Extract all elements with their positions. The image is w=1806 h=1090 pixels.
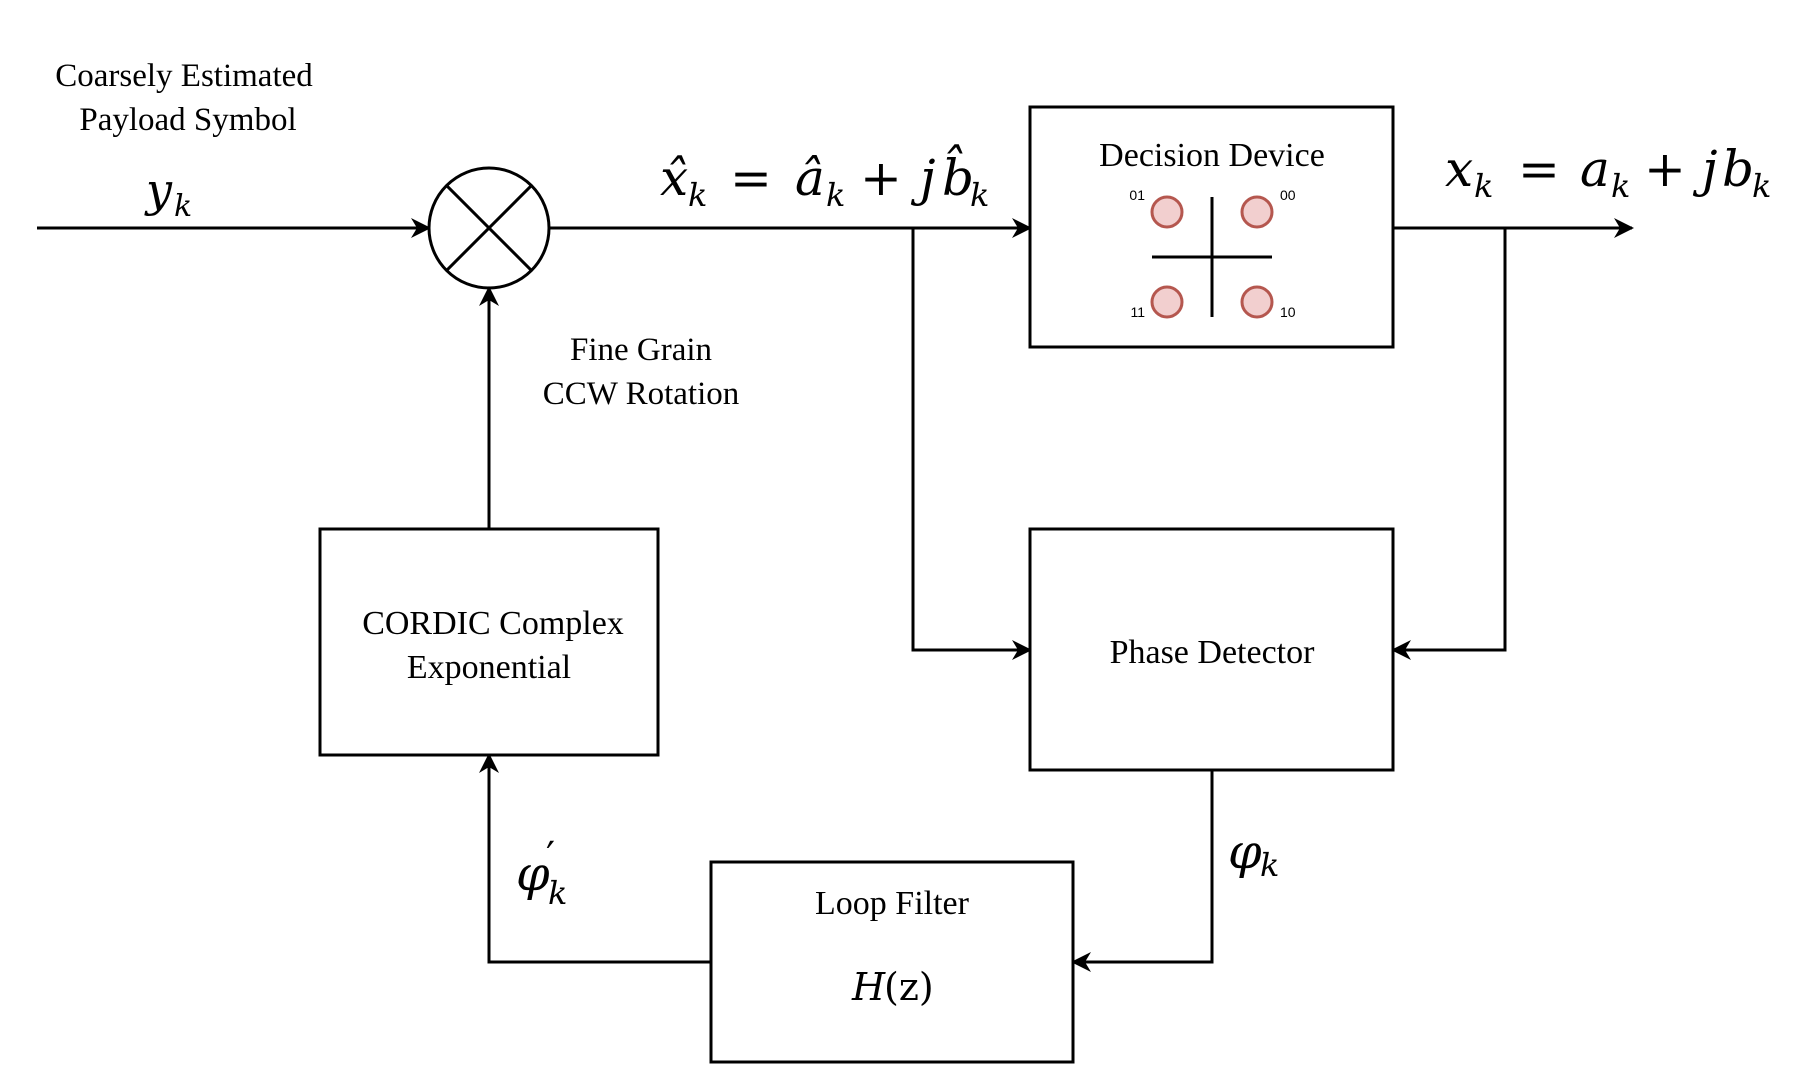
transfer-function: H (z) xyxy=(851,965,934,1009)
output-b: b xyxy=(1722,140,1754,198)
phase-detector-block: Phase Detector xyxy=(1028,527,1395,772)
estimate-lhs-subscript: k xyxy=(688,176,707,214)
output-equals: = xyxy=(1518,140,1560,198)
input-caption: Coarsely Estimated Payload Symbol xyxy=(55,58,313,138)
decision-to-phase-detector-wire xyxy=(1391,228,1507,660)
output-a-subscript: k xyxy=(1611,167,1630,205)
input-caption-line1: Coarsely Estimated xyxy=(55,58,313,94)
loop-filter-block: Loop Filter H (z) xyxy=(709,860,1075,1064)
constellation-label-10: 10 xyxy=(1280,304,1296,320)
rotation-label-line1: Fine Grain xyxy=(570,332,712,368)
filtered-phase-label: φ ′ k xyxy=(516,834,567,912)
constellation-diagram: 01 00 11 10 xyxy=(1129,187,1295,320)
output-lhs-subscript: k xyxy=(1474,167,1493,205)
rotation-label-line2: CCW Rotation xyxy=(543,376,740,412)
output-equation: x k = a k + j b k xyxy=(1445,140,1771,205)
input-signal-label: y k xyxy=(144,163,192,224)
rotation-label: Fine Grain CCW Rotation xyxy=(543,332,740,412)
phase-error-subscript: k xyxy=(1260,846,1279,884)
cordic-box xyxy=(318,527,660,757)
transfer-function-arg: (z) xyxy=(884,965,934,1009)
multiplier-icon xyxy=(427,166,551,290)
constellation-point-11 xyxy=(1150,285,1184,319)
input-signal-subscript: k xyxy=(174,189,192,224)
estimate-lhs: x̂ xyxy=(660,149,688,207)
estimate-a: â xyxy=(795,149,825,207)
estimate-a-subscript: k xyxy=(826,176,845,214)
output-j: j xyxy=(1692,140,1718,198)
constellation-label-00: 00 xyxy=(1280,187,1296,203)
constellation-label-01: 01 xyxy=(1129,187,1145,203)
constellation-point-01 xyxy=(1150,195,1184,229)
output-a: a xyxy=(1580,140,1610,198)
estimate-to-phase-detector-wire xyxy=(911,228,1032,660)
phase-detector-title: Phase Detector xyxy=(1110,634,1316,671)
output-plus: + xyxy=(1644,140,1686,198)
cordic-block: CORDIC Complex Exponential xyxy=(318,527,660,757)
estimate-equals: = xyxy=(730,149,772,207)
phase-error-base: φ xyxy=(1228,824,1262,880)
phase-error-wire xyxy=(1071,770,1214,972)
filtered-phase-prime: ′ xyxy=(546,834,555,880)
output-lhs: x xyxy=(1445,140,1473,198)
phase-detector-box xyxy=(1028,527,1395,772)
input-signal-base: y xyxy=(144,163,173,217)
input-caption-line2: Payload Symbol xyxy=(79,102,296,138)
estimate-plus: + xyxy=(860,149,902,207)
output-b-subscript: k xyxy=(1752,167,1771,205)
estimate-b-subscript: k xyxy=(970,176,989,214)
filtered-phase-subscript: k xyxy=(548,874,567,912)
estimate-j: j xyxy=(910,149,936,207)
filtered-phase-base: φ xyxy=(516,846,550,902)
constellation-point-00 xyxy=(1240,195,1274,229)
constellation-point-10 xyxy=(1240,285,1274,319)
constellation-label-11: 11 xyxy=(1130,304,1145,320)
phase-error-label: φ k xyxy=(1228,824,1279,884)
decision-device-block: Decision Device 01 00 11 10 xyxy=(1028,105,1395,349)
cordic-title-line2: Exponential xyxy=(407,649,571,686)
decision-device-title: Decision Device xyxy=(1099,137,1325,174)
filtered-phase-wire xyxy=(479,753,711,964)
transfer-function-name: H xyxy=(851,965,886,1009)
cordic-title-line1: CORDIC Complex xyxy=(362,605,624,642)
loop-filter-box xyxy=(709,860,1075,1064)
estimate-equation: x̂ k = â k + j b̂ k xyxy=(660,143,989,214)
loop-filter-title: Loop Filter xyxy=(815,885,970,922)
estimate-b: b̂ xyxy=(942,143,974,207)
